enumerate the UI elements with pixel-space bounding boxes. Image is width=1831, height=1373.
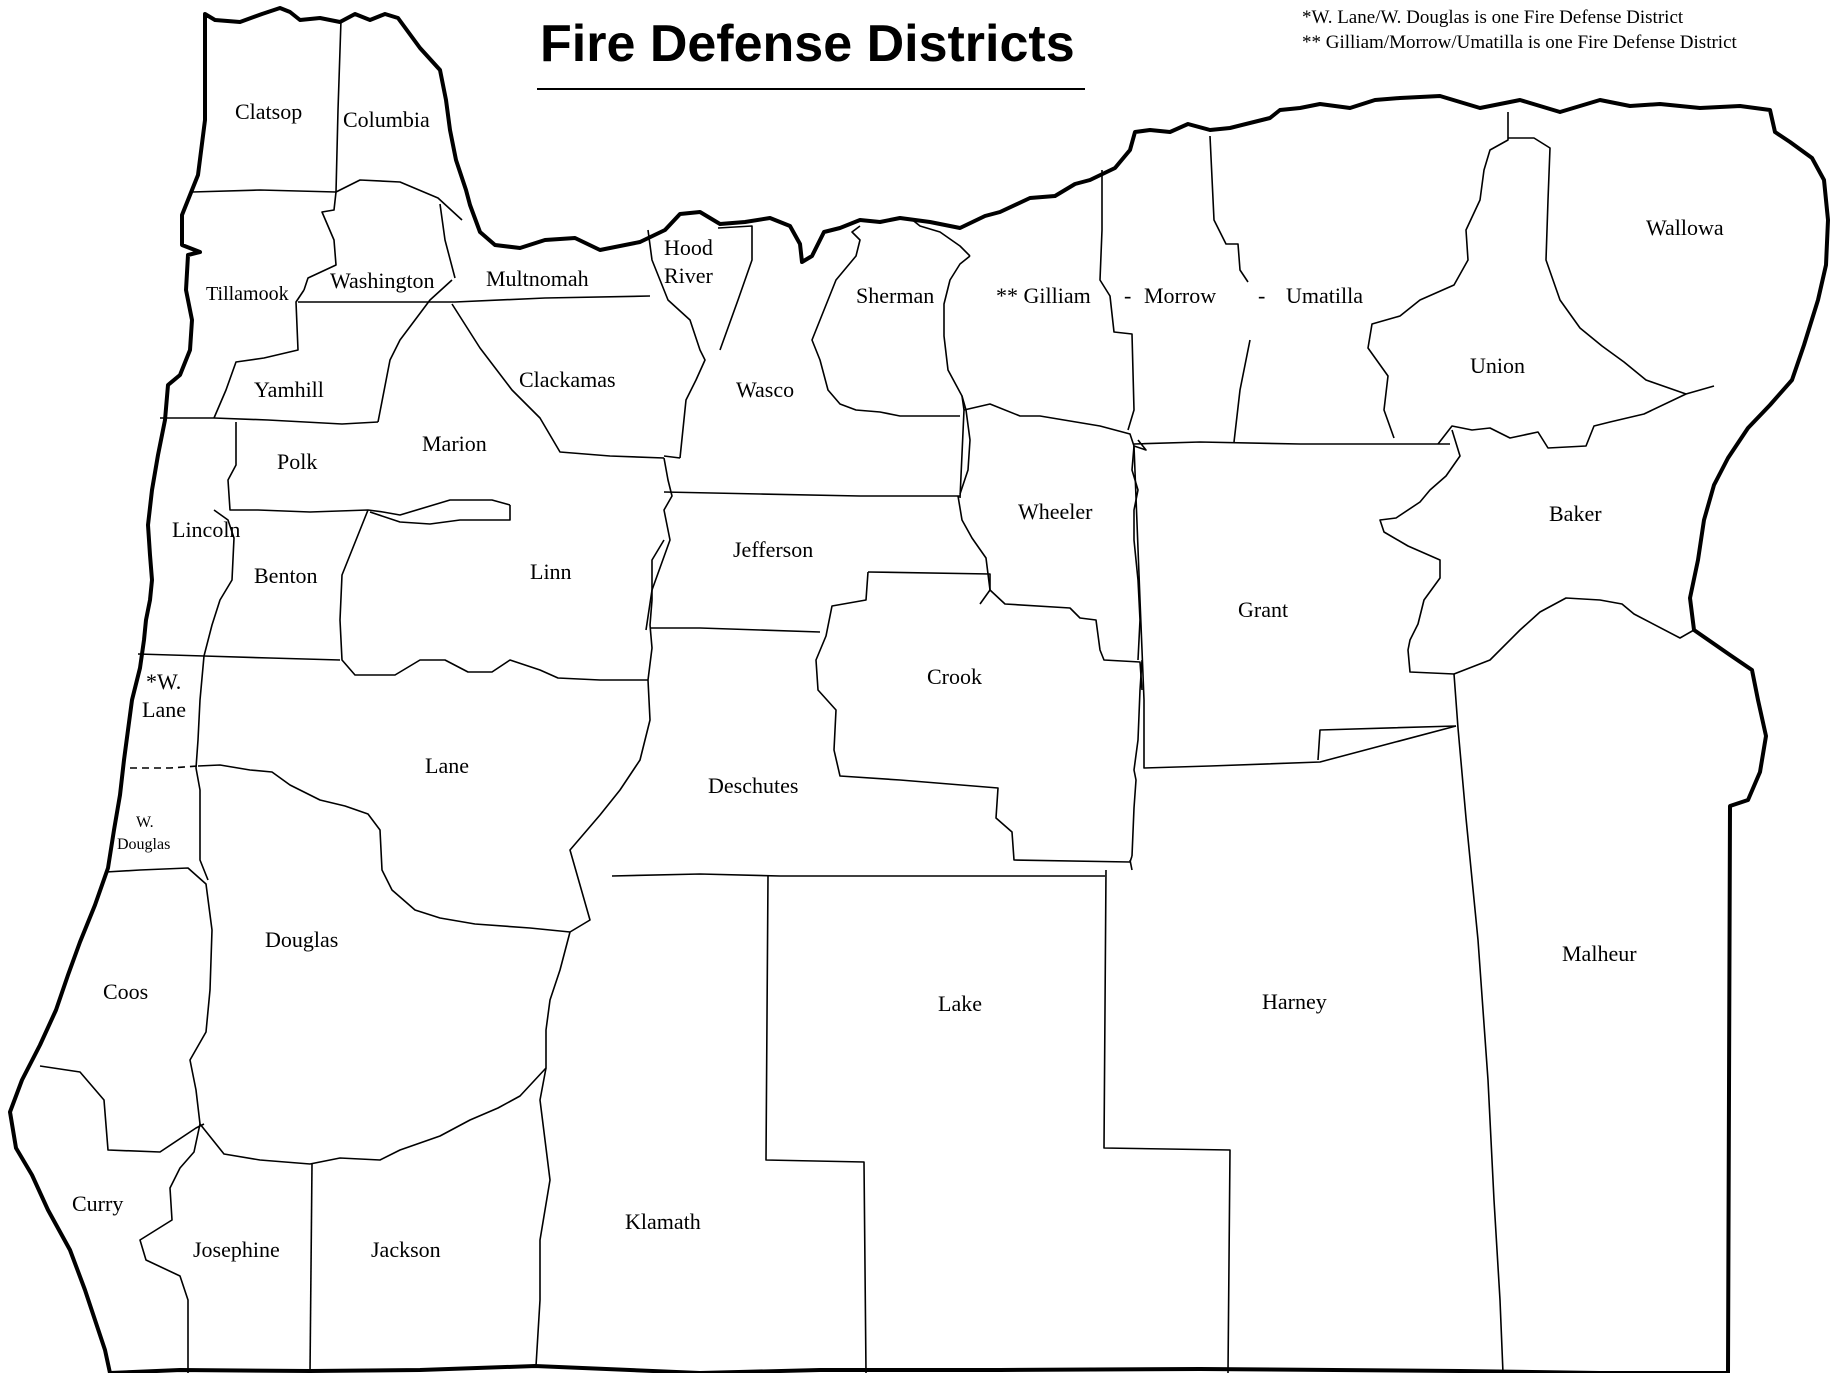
label-jackson: Jackson	[371, 1237, 441, 1262]
label-jefferson: Jefferson	[733, 537, 814, 562]
note-w-lane-douglas: *W. Lane/W. Douglas is one Fire Defense …	[1302, 7, 1684, 28]
label-dash-2: -	[1258, 283, 1266, 308]
label-linn: Linn	[530, 559, 572, 584]
label-multnomah: Multnomah	[486, 266, 589, 291]
label-crook: Crook	[927, 664, 982, 689]
label-yamhill: Yamhill	[254, 377, 324, 402]
label-lane: Lane	[425, 753, 469, 778]
label-wallowa: Wallowa	[1646, 215, 1724, 240]
label-dash-1: -	[1124, 283, 1132, 308]
label-polk: Polk	[277, 449, 318, 474]
interior-boundaries	[39, 19, 1715, 1373]
label-klamath: Klamath	[625, 1209, 701, 1234]
label-washington: Washington	[330, 268, 435, 293]
label-hood-river-line2: River	[664, 263, 713, 288]
label-coos: Coos	[103, 979, 149, 1004]
title-underline	[537, 88, 1085, 90]
label-gilliam: ** Gilliam	[996, 283, 1091, 308]
label-wasco: Wasco	[736, 377, 795, 402]
label-marion: Marion	[422, 431, 487, 456]
label-columbia: Columbia	[343, 107, 430, 132]
state-outline	[8, 6, 1830, 1373]
label-union: Union	[1470, 353, 1525, 378]
label-grant: Grant	[1238, 597, 1289, 622]
label-morrow: Morrow	[1144, 283, 1217, 308]
label-baker: Baker	[1549, 501, 1602, 526]
label-clatsop: Clatsop	[235, 99, 303, 124]
label-w-douglas-line1: W.	[136, 814, 154, 831]
label-w-lane-line2: Lane	[142, 697, 186, 722]
map-notes: *W. Lane/W. Douglas is one Fire Defense …	[1302, 5, 1737, 55]
label-curry: Curry	[72, 1191, 124, 1216]
label-sherman: Sherman	[856, 283, 935, 308]
label-tillamook: Tillamook	[206, 283, 289, 305]
label-lake: Lake	[938, 991, 982, 1016]
label-douglas: Douglas	[265, 927, 339, 952]
label-clackamas: Clackamas	[519, 367, 616, 392]
label-hood-river-line1: Hood	[664, 235, 713, 260]
map-title: Fire Defense Districts	[540, 15, 1075, 73]
label-benton: Benton	[254, 563, 318, 588]
label-w-douglas-line2: Douglas	[117, 836, 171, 853]
label-wheeler: Wheeler	[1018, 499, 1093, 524]
label-malheur: Malheur	[1562, 941, 1637, 966]
label-w-lane-line1: *W.	[146, 669, 182, 694]
label-josephine: Josephine	[193, 1237, 280, 1262]
label-umatilla: Umatilla	[1286, 283, 1363, 308]
label-harney: Harney	[1262, 989, 1327, 1014]
label-lincoln: Lincoln	[172, 517, 241, 542]
note-gilliam-morrow-umatilla: ** Gilliam/Morrow/Umatilla is one Fire D…	[1302, 32, 1737, 53]
label-deschutes: Deschutes	[708, 773, 799, 798]
